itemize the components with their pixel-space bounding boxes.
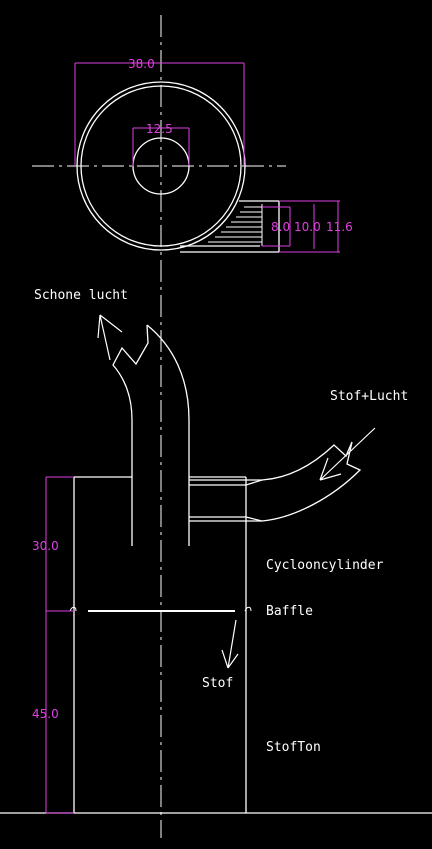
dim-inlet-a: 8.0 bbox=[271, 220, 290, 234]
top-view bbox=[76, 81, 280, 253]
clean-air-arrow bbox=[97, 314, 123, 361]
inlet-hatching bbox=[208, 204, 263, 246]
label-baffle: Baffle bbox=[266, 604, 313, 619]
label-dust-air: Stof+Lucht bbox=[330, 389, 408, 404]
baffle-right-tick bbox=[244, 606, 252, 612]
outlet-pipe-left bbox=[112, 324, 149, 546]
inlet-pipe-upper bbox=[246, 441, 353, 481]
dim-outer-diameter: 38.0 bbox=[128, 57, 155, 71]
label-dust-bin: StofTon bbox=[266, 740, 321, 755]
dim-inlet-b: 10.0 bbox=[294, 220, 321, 234]
dim-upper-height: 30.0 bbox=[32, 539, 59, 553]
dust-air-arrow bbox=[319, 427, 376, 481]
dim-inlet-c: 11.6 bbox=[326, 220, 353, 234]
dust-arrow bbox=[221, 619, 239, 669]
dim-lower-height: 45.0 bbox=[32, 707, 59, 721]
label-cylinder: Cyclooncylinder bbox=[266, 558, 384, 573]
label-clean-air: Schone lucht bbox=[34, 288, 128, 303]
side-view bbox=[0, 314, 432, 814]
outer-circle bbox=[76, 81, 246, 251]
outlet-pipe-right bbox=[146, 324, 190, 546]
inlet-pipe-lower-cap bbox=[245, 516, 263, 522]
inlet-pipe-upper-cap bbox=[245, 479, 263, 486]
outer-circle-inner-wall bbox=[80, 85, 242, 247]
dim-inner-diameter: 12.5 bbox=[146, 122, 173, 136]
baffle-left-tick bbox=[69, 606, 77, 612]
label-dust: Stof bbox=[202, 676, 233, 691]
inlet-pipe-lower bbox=[246, 441, 362, 522]
